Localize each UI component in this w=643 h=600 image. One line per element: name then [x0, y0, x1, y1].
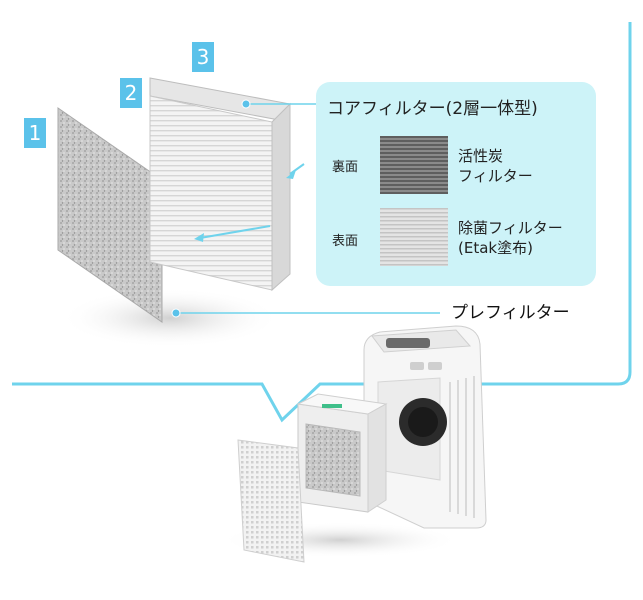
- antibacterial-filter-swatch: [380, 208, 448, 266]
- core-filter-side: [271, 102, 291, 292]
- arrow-front: [199, 225, 271, 239]
- air-purifier: [363, 325, 487, 529]
- front-grille: [237, 439, 305, 563]
- core-filter-title: コアフィルター(2層一体型): [327, 99, 538, 119]
- badge-3: 3: [192, 42, 214, 72]
- carbon-filter-name: 活性炭 フィルター: [458, 146, 533, 186]
- antibacterial-filter-name: 除菌フィルター (Etak塗布): [458, 218, 563, 258]
- prefilter-sheet: [57, 107, 163, 323]
- badge-1: 1: [24, 118, 46, 148]
- core-filter-panel: [316, 82, 596, 286]
- carbon-filter-name-line2: フィルター: [458, 167, 533, 185]
- filter-cartridge: [296, 393, 388, 513]
- front-side-label: 表面: [332, 234, 359, 249]
- filter-shadow: [60, 288, 280, 348]
- arrow-back: [289, 163, 305, 175]
- badge-2: 2: [120, 78, 142, 108]
- antibacterial-filter-name-line1: 除菌フィルター: [458, 219, 563, 237]
- antibacterial-filter-name-line2: (Etak塗布): [458, 239, 533, 257]
- carbon-filter-swatch: [380, 136, 448, 194]
- core-filter-face: [149, 95, 273, 291]
- prefilter-label: プレフィルター: [451, 303, 570, 323]
- back-side-label: 裏面: [332, 160, 359, 175]
- carbon-filter-name-line1: 活性炭: [458, 147, 504, 165]
